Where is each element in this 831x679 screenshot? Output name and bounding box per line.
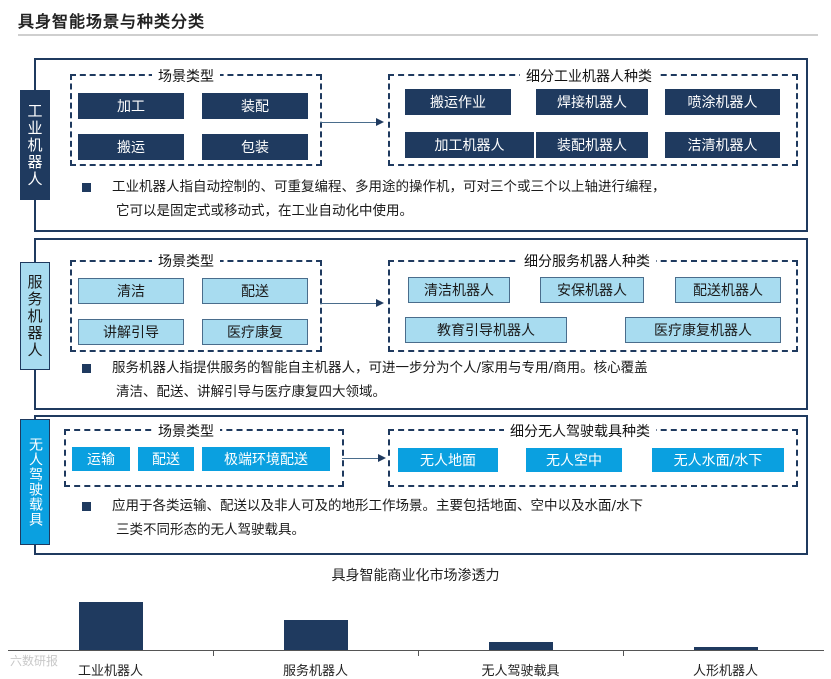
scene-chip: 清洁 — [78, 278, 184, 304]
industrial-side-label: 工业机器人 — [20, 90, 50, 200]
unmanned-desc-line1: 应用于各类运输、配送以及非人可及的地形工作场景。主要包括地面、空中以及水面/水下 — [112, 498, 644, 514]
type-chip: 无人地面 — [398, 448, 498, 472]
chart-bar — [693, 647, 758, 650]
x-tick-mark — [418, 650, 419, 656]
chart-bar — [488, 642, 553, 650]
service-desc-line2: 清洁、配送、讲解引导与医疗康复四大领域。 — [116, 384, 386, 400]
chart-baseline — [8, 650, 824, 651]
scene-chip: 极端环境配送 — [202, 447, 330, 471]
scene-chip: 讲解引导 — [78, 319, 184, 345]
industrial-scene-title: 场景类型 — [152, 66, 220, 86]
service-arrow — [320, 299, 384, 307]
industrial-desc-line2: 它可以是固定式或移动式，在工业自动化中使用。 — [116, 203, 413, 219]
service-desc-line1: 服务机器人指提供服务的智能自主机器人，可进一步分为个人/家用与专用/商用。核心覆… — [112, 360, 648, 376]
type-chip: 装配机器人 — [536, 132, 648, 158]
type-chip: 配送机器人 — [675, 277, 781, 303]
scene-chip: 配送 — [138, 447, 194, 471]
bullet-icon — [82, 502, 91, 511]
x-tick-label: 服务机器人 — [282, 664, 348, 679]
unmanned-desc-line2: 三类不同形态的无人驾驶载具。 — [116, 522, 305, 538]
bullet-icon — [82, 183, 91, 192]
type-chip: 加工机器人 — [405, 132, 534, 158]
page-title: 具身智能场景与种类分类 — [18, 12, 206, 31]
service-types-title: 细分服务机器人种类 — [518, 251, 656, 271]
type-chip: 无人空中 — [526, 448, 622, 472]
bullet-icon — [82, 364, 91, 373]
chart-bar — [283, 620, 348, 650]
scene-chip: 医疗康复 — [202, 319, 308, 345]
chart-title: 具身智能商业化市场渗透力 — [331, 568, 500, 584]
scene-chip: 包装 — [202, 134, 308, 160]
watermark-text: 六数研报 — [10, 654, 59, 668]
industrial-arrow — [320, 118, 384, 126]
x-tick-label: 人形机器人 — [692, 664, 758, 679]
service-scene-title: 场景类型 — [152, 251, 220, 271]
type-chip: 搬运作业 — [405, 89, 511, 115]
industrial-desc-line1: 工业机器人指自动控制的、可重复编程、多用途的操作机，可对三个或三个以上轴进行编程… — [112, 179, 666, 195]
unmanned-scene-title: 场景类型 — [152, 421, 220, 441]
scene-chip: 配送 — [202, 278, 308, 304]
chart-bar — [78, 602, 143, 650]
scene-chip: 搬运 — [78, 134, 184, 160]
x-tick-mark — [623, 650, 624, 656]
service-side-label: 服务机器人 — [20, 262, 50, 370]
type-chip: 洁清机器人 — [665, 132, 780, 158]
scene-chip: 装配 — [202, 93, 308, 119]
type-chip: 教育引导机器人 — [405, 317, 567, 343]
type-chip: 无人水面/水下 — [652, 448, 784, 472]
unmanned-side-label: 无人驾驶载具 — [20, 419, 50, 545]
type-chip: 清洁机器人 — [408, 277, 510, 303]
unmanned-types-title: 细分无人驾驶载具种类 — [504, 421, 656, 441]
title-divider — [18, 34, 818, 36]
type-chip: 安保机器人 — [540, 277, 644, 303]
unmanned-arrow — [342, 454, 386, 462]
x-tick-mark — [213, 650, 214, 656]
type-chip: 医疗康复机器人 — [625, 317, 781, 343]
industrial-types-title: 细分工业机器人种类 — [520, 66, 658, 86]
scene-chip: 加工 — [78, 93, 184, 119]
x-tick-label: 无人驾驶载具 — [481, 664, 560, 679]
scene-chip: 运输 — [72, 447, 130, 471]
type-chip: 焊接机器人 — [536, 89, 648, 115]
x-tick-label: 工业机器人 — [77, 664, 143, 679]
type-chip: 喷涂机器人 — [665, 89, 780, 115]
